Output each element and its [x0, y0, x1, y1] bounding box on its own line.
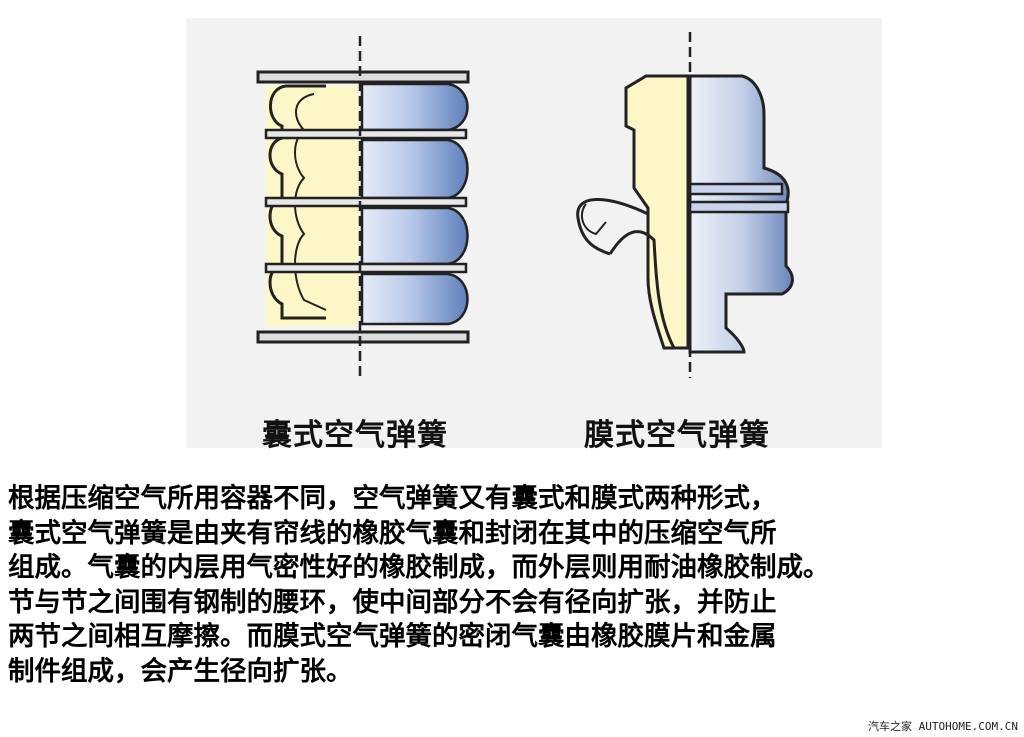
diaphragm-piston — [688, 74, 794, 354]
diaphragm-caption: 膜式空气弹簧 — [584, 418, 770, 453]
bellows-spring-drawing — [256, 36, 470, 378]
waist-rings — [264, 128, 468, 274]
paragraph-line: 两节之间相互摩擦。而膜式空气弹簧的密闭气囊由橡胶膜片和金属 — [8, 621, 777, 652]
bottom-plate — [256, 330, 470, 344]
description-paragraph: 根据压缩空气所用容器不同，空气弹簧又有囊式和膜式两种形式， 囊式空气弹簧是由夹有… — [8, 482, 1020, 689]
paragraph-line: 节与节之间围有钢制的腰环，使中间部分不会有径向扩张，并防止 — [8, 586, 777, 618]
spring-diagram-svg — [256, 32, 794, 378]
bellows-outline — [268, 84, 326, 320]
paragraph-line: 根据压缩空气所用容器不同，空气弹簧又有囊式和膜式两种形式， — [8, 483, 777, 514]
paragraph-line: 囊式空气弹簧是由夹有帘线的橡胶气囊和封闭在其中的压缩空气所 — [8, 517, 777, 549]
diaphragm-membrane-loop — [576, 198, 676, 349]
diaphragm-spring-drawing — [576, 32, 794, 378]
site-watermark: 汽车之家 AUTOHOME.COM.CN — [868, 720, 1018, 733]
paragraph-line: 制件组成，会产生径向扩张。 — [8, 655, 353, 687]
diaphragm-cross-section — [624, 74, 690, 350]
bellows-caption: 囊式空气弹簧 — [262, 418, 448, 453]
spring-diagram-figure: 囊式空气弹簧 膜式空气弹簧 — [186, 18, 882, 453]
top-plate — [256, 70, 470, 84]
paragraph-line: 组成。气囊的内层用气密性好的橡胶制成，而外层则用耐油橡胶制成。 — [8, 552, 830, 583]
